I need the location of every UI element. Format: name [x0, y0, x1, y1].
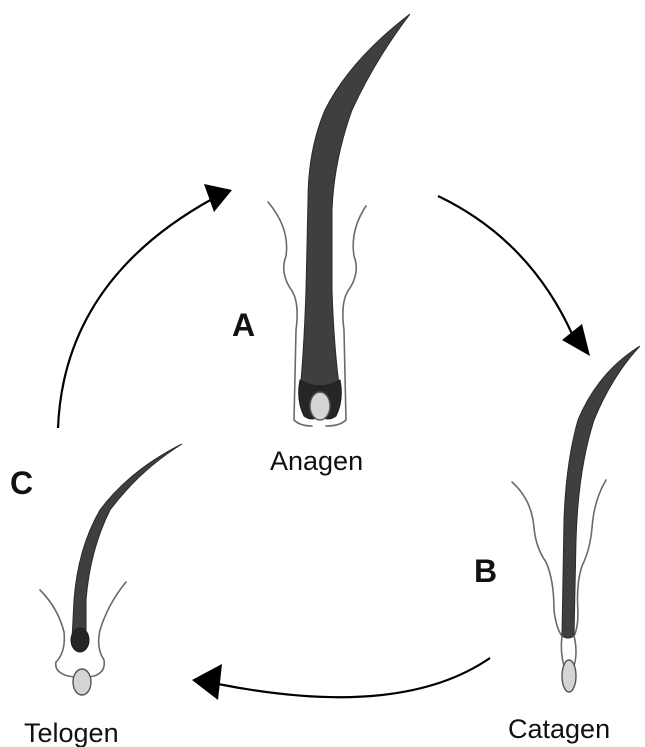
- telogen-follicle: [40, 444, 182, 695]
- arrow-catagen-to-telogen: [218, 658, 490, 697]
- anagen-letter: A: [232, 307, 255, 343]
- catagen-sheath-left: [512, 482, 562, 636]
- arrow-anagen-to-catagen-head: [562, 324, 590, 356]
- catagen-sheath-right: [574, 480, 606, 636]
- anagen-dermal-papilla: [310, 392, 330, 420]
- telogen-hair-shaft: [72, 444, 182, 642]
- telogen-dermal-papilla: [73, 669, 91, 695]
- arrow-catagen-to-telogen-head: [192, 664, 222, 700]
- catagen-label: Catagen: [508, 714, 610, 744]
- telogen-sheath-right: [84, 582, 126, 678]
- telogen-letter: C: [10, 465, 33, 501]
- telogen-label: Telogen: [24, 718, 119, 747]
- arrow-telogen-to-anagen: [58, 198, 214, 428]
- arrow-anagen-to-catagen: [438, 196, 573, 336]
- arrow-telogen-to-anagen-head: [204, 184, 232, 212]
- anagen-label: Anagen: [270, 446, 363, 476]
- catagen-dermal-papilla: [562, 660, 576, 692]
- catagen-hair-shaft: [562, 346, 640, 638]
- catagen-follicle: [512, 346, 640, 692]
- anagen-hair-shaft: [300, 14, 410, 402]
- catagen-letter: B: [474, 553, 497, 589]
- anagen-follicle: [268, 14, 410, 426]
- telogen-club-end: [71, 628, 89, 652]
